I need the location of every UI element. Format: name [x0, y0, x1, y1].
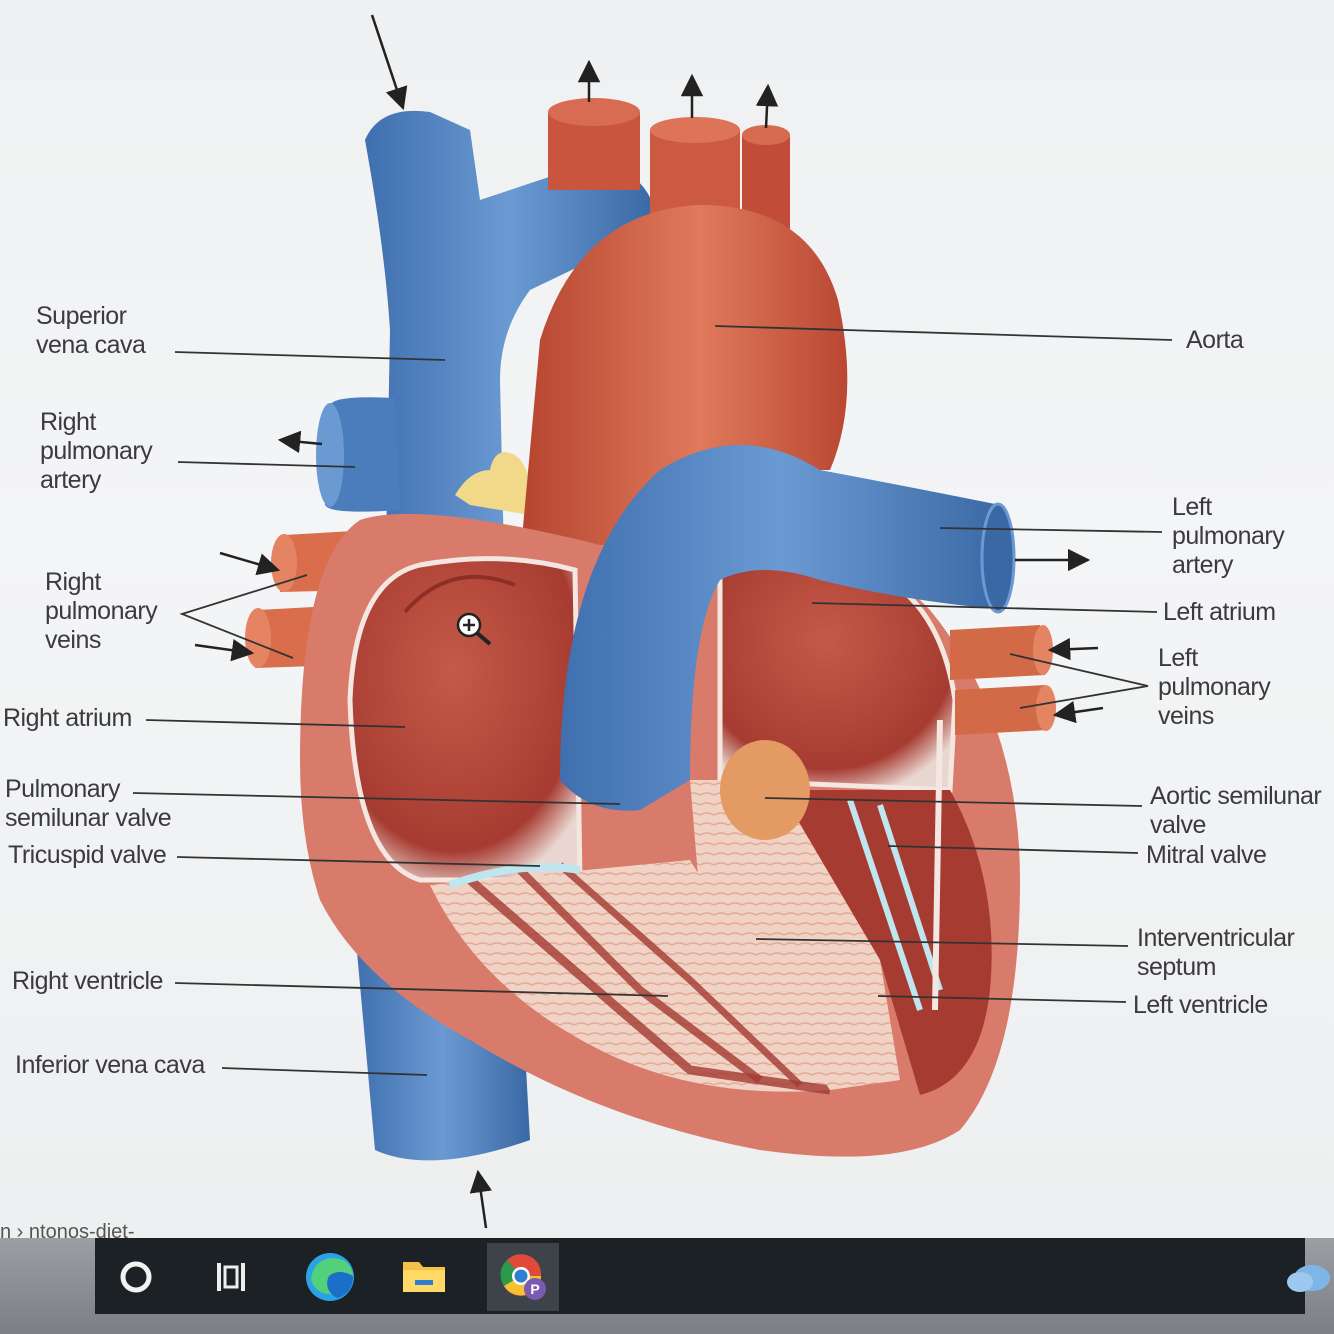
taskbar-bar: P [95, 1238, 1305, 1314]
flow-arrow-lpv-upper [1050, 648, 1098, 650]
edge-browser-icon[interactable] [299, 1246, 361, 1308]
label-left-atrium: Left atrium [1163, 598, 1276, 627]
taskbar: P [0, 1238, 1334, 1334]
right-atrium-chamber [350, 559, 580, 880]
chrome-profile-icon[interactable]: P [487, 1243, 559, 1311]
flow-arrow-rpv-upper [220, 553, 278, 570]
left-pulmonary-vein-lower [955, 685, 1048, 735]
flow-arrow-ivc [478, 1172, 486, 1228]
label-superior-vena-cava: Superior vena cava [36, 302, 145, 360]
label-aorta: Aorta [1186, 326, 1243, 355]
left-pulmonary-vein-upper [950, 625, 1045, 680]
label-right-ventricle: Right ventricle [12, 967, 163, 996]
label-right-pulmonary-artery: Right pulmonary artery [40, 408, 152, 495]
label-right-pulmonary-veins: Right pulmonary veins [45, 568, 157, 655]
label-tricuspid-valve: Tricuspid valve [8, 841, 166, 870]
aortic-valve-region [720, 740, 810, 840]
label-right-atrium: Right atrium [3, 704, 132, 733]
label-aortic-semilunar-valve: Aortic semilunar valve [1150, 782, 1321, 840]
task-view-icon[interactable] [199, 1246, 261, 1308]
label-left-pulmonary-veins: Left pulmonary veins [1158, 644, 1270, 731]
label-mitral-valve: Mitral valve [1146, 841, 1266, 870]
weather-cloud-icon[interactable] [1282, 1248, 1334, 1304]
flow-arrow-branch-3 [766, 86, 768, 128]
flow-arrow-rpv-lower [195, 645, 252, 653]
flow-arrow-rpa [280, 440, 322, 444]
label-left-ventricle: Left ventricle [1133, 991, 1268, 1020]
search-circle-icon[interactable] [105, 1246, 167, 1308]
label-inferior-vena-cava: Inferior vena cava [15, 1051, 205, 1080]
chrome-profile-letter: P [530, 1281, 539, 1297]
file-explorer-icon[interactable] [393, 1246, 455, 1308]
label-pulmonary-semilunar-valve: Pulmonary semilunar valve [5, 775, 171, 833]
flow-arrow-svc [372, 15, 403, 108]
left-pulmonary-artery-opening [982, 504, 1014, 612]
label-interventricular-septum: Interventricular septum [1137, 924, 1294, 982]
label-left-pulmonary-artery: Left pulmonary artery [1172, 493, 1284, 580]
flow-arrow-lpv-lower [1055, 708, 1103, 715]
